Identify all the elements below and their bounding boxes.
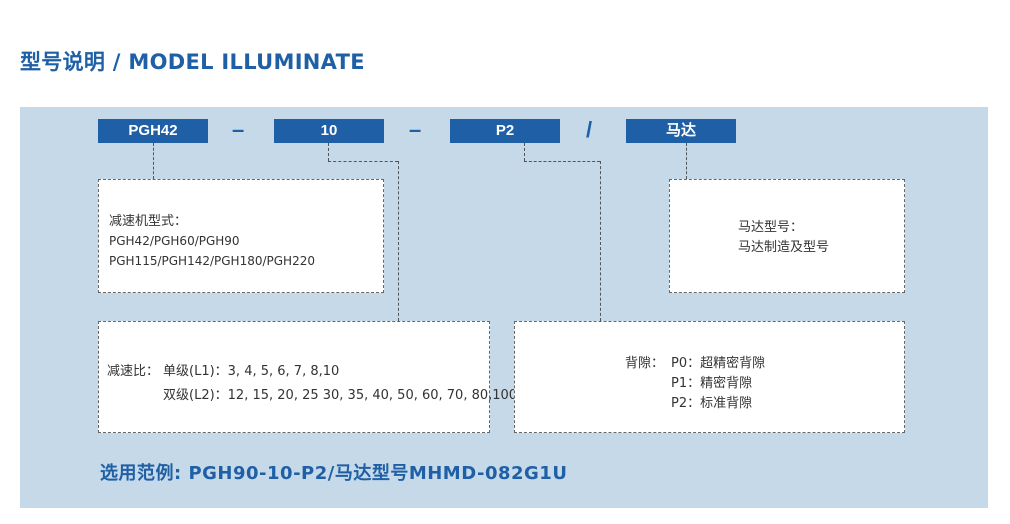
reducer-type-line2: PGH115/PGH142/PGH180/PGH220: [109, 254, 315, 268]
connector-backlash-c: [600, 161, 601, 321]
connector-ratio-a: [328, 143, 329, 161]
connector-ratio-b: [328, 161, 398, 162]
reduction-ratio-box: 减速比： 单级(L1)：3, 4, 5, 6, 7, 8,10 双级(L2)：1…: [98, 321, 517, 433]
motor-type-line1: 马达制造及型号: [738, 240, 830, 255]
separator-dash-2: –: [409, 117, 422, 142]
separator-slash: /: [586, 117, 593, 142]
connector-motor: [686, 143, 687, 179]
backlash-p1: P1：精密背隙: [671, 376, 753, 391]
backlash-p2: P2：标准背隙: [671, 396, 753, 411]
connector-backlash-a: [524, 143, 525, 161]
backlash-label: 背隙：: [625, 356, 665, 371]
connector-model: [153, 143, 154, 179]
connector-ratio-c: [398, 161, 399, 321]
ratio-label: 减速比：: [107, 364, 160, 379]
ratio-double-stage: 双级(L2)：12, 15, 20, 25 30, 35, 40, 50, 60…: [163, 388, 518, 403]
code-ratio-box: 10: [274, 119, 384, 143]
backlash-p0: P0：超精密背隙: [671, 356, 766, 371]
code-backlash-box: P2: [450, 119, 560, 143]
motor-type-label: 马达型号：: [738, 220, 804, 235]
reducer-type-line1: PGH42/PGH60/PGH90: [109, 234, 240, 248]
code-motor-box: 马达: [626, 119, 736, 143]
model-panel: PGH42 – 10 – P2 / 马达 减速机型式： PGH42/PGH60/…: [20, 107, 988, 508]
selection-example: 选用范例: PGH90-10-P2/马达型号MHMD-082G1U: [100, 463, 568, 484]
ratio-single-stage: 单级(L1)：3, 4, 5, 6, 7, 8,10: [163, 364, 340, 379]
separator-dash-1: –: [232, 117, 245, 142]
page-title: 型号说明 / MODEL ILLUMINATE: [20, 50, 365, 74]
motor-type-box: 马达型号： 马达制造及型号: [669, 179, 905, 293]
reducer-type-label: 减速机型式：: [109, 214, 188, 229]
reducer-type-box: 减速机型式： PGH42/PGH60/PGH90 PGH115/PGH142/P…: [98, 179, 384, 293]
code-model-box: PGH42: [98, 119, 208, 143]
backlash-box: 背隙： P0：超精密背隙 P1：精密背隙 P2：标准背隙: [514, 321, 905, 433]
connector-backlash-b: [524, 161, 600, 162]
